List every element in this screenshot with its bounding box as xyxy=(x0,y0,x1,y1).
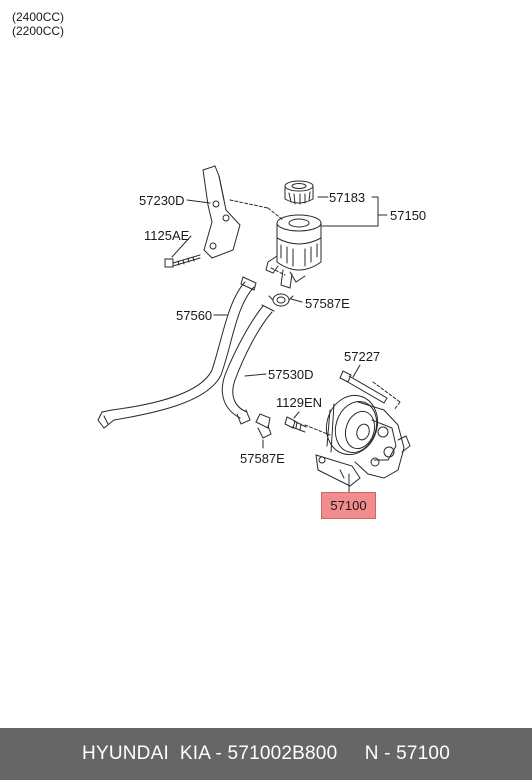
callout-1129en: 1129EN xyxy=(276,395,323,410)
highlighted-part-number: 57100 xyxy=(330,498,367,513)
clamp-57587e-upper xyxy=(268,293,294,307)
hose-57530d xyxy=(221,304,275,425)
engine-note-2200cc: (2200CC) xyxy=(12,24,65,38)
reservoir-57150 xyxy=(265,214,322,289)
bolt-1129en xyxy=(284,416,307,433)
callout-57150: 57150 xyxy=(390,208,427,223)
footer-part-reference: HYUNDAI KIA - 571002B800 N - 57100 xyxy=(82,743,450,764)
callout-57183: 57183 xyxy=(329,190,366,205)
engine-variant-notes: (2400CC) (2200CC) xyxy=(12,10,64,38)
clamp-57587e-lower xyxy=(255,413,272,439)
callout-57227: 57227 xyxy=(344,349,381,364)
callout-57587e-lower: 57587E xyxy=(240,451,285,466)
callout-57587e-upper: 57587E xyxy=(305,296,350,311)
callout-1125ae: 1125AE xyxy=(144,228,190,243)
leader-lines xyxy=(171,196,401,493)
bolt-1125ae xyxy=(164,254,201,268)
callout-57530d: 57530D xyxy=(268,367,314,382)
power-steering-pump-57100 xyxy=(315,394,411,487)
highlighted-part-label: 57100 xyxy=(321,492,376,519)
callout-57560: 57560 xyxy=(176,308,213,323)
engine-note-2400cc: (2400CC) xyxy=(12,10,65,24)
reservoir-cap-57183 xyxy=(284,180,314,205)
bracket-57230d xyxy=(202,165,241,259)
bolt-57227 xyxy=(339,370,388,404)
footer-bar: HYUNDAI KIA - 571002B800 N - 57100 xyxy=(0,728,532,780)
callout-57230d: 57230D xyxy=(139,193,185,208)
hose-57560 xyxy=(97,276,257,429)
